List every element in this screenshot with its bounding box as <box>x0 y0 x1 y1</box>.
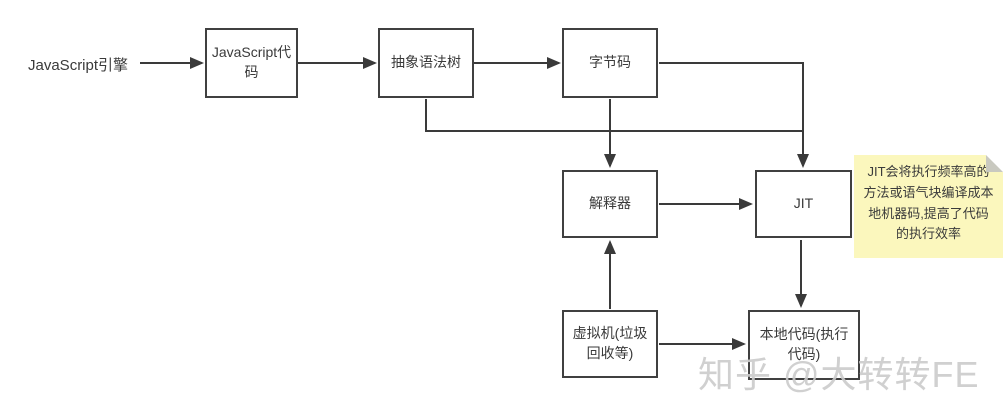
watermark: 知乎 @大转转FE <box>698 354 980 395</box>
node-bytecode: 字节码 <box>562 28 658 98</box>
jit-sticky-note: JIT会将执行频率高的方法或语气块编译成本地机器码,提高了代码的执行效率 <box>854 155 1003 258</box>
node-virtual-machine: 虚拟机(垃圾回收等) <box>562 310 658 378</box>
node-interpreter: 解释器 <box>562 170 658 238</box>
connector-bytecode-to-jit <box>659 62 809 168</box>
jit-note-text: JIT会将执行频率高的方法或语气块编译成本地机器码,提高了代码的执行效率 <box>863 164 994 242</box>
node-native-code: 本地代码(执行代码) <box>748 310 860 380</box>
connector-ast-branch-to-jit <box>425 99 802 132</box>
node-abstract-syntax-tree: 抽象语法树 <box>378 28 474 98</box>
node-javascript-code: JavaScript代码 <box>205 28 298 98</box>
source-label: JavaScript引擎 <box>28 57 129 74</box>
node-jit: JIT <box>755 170 852 238</box>
